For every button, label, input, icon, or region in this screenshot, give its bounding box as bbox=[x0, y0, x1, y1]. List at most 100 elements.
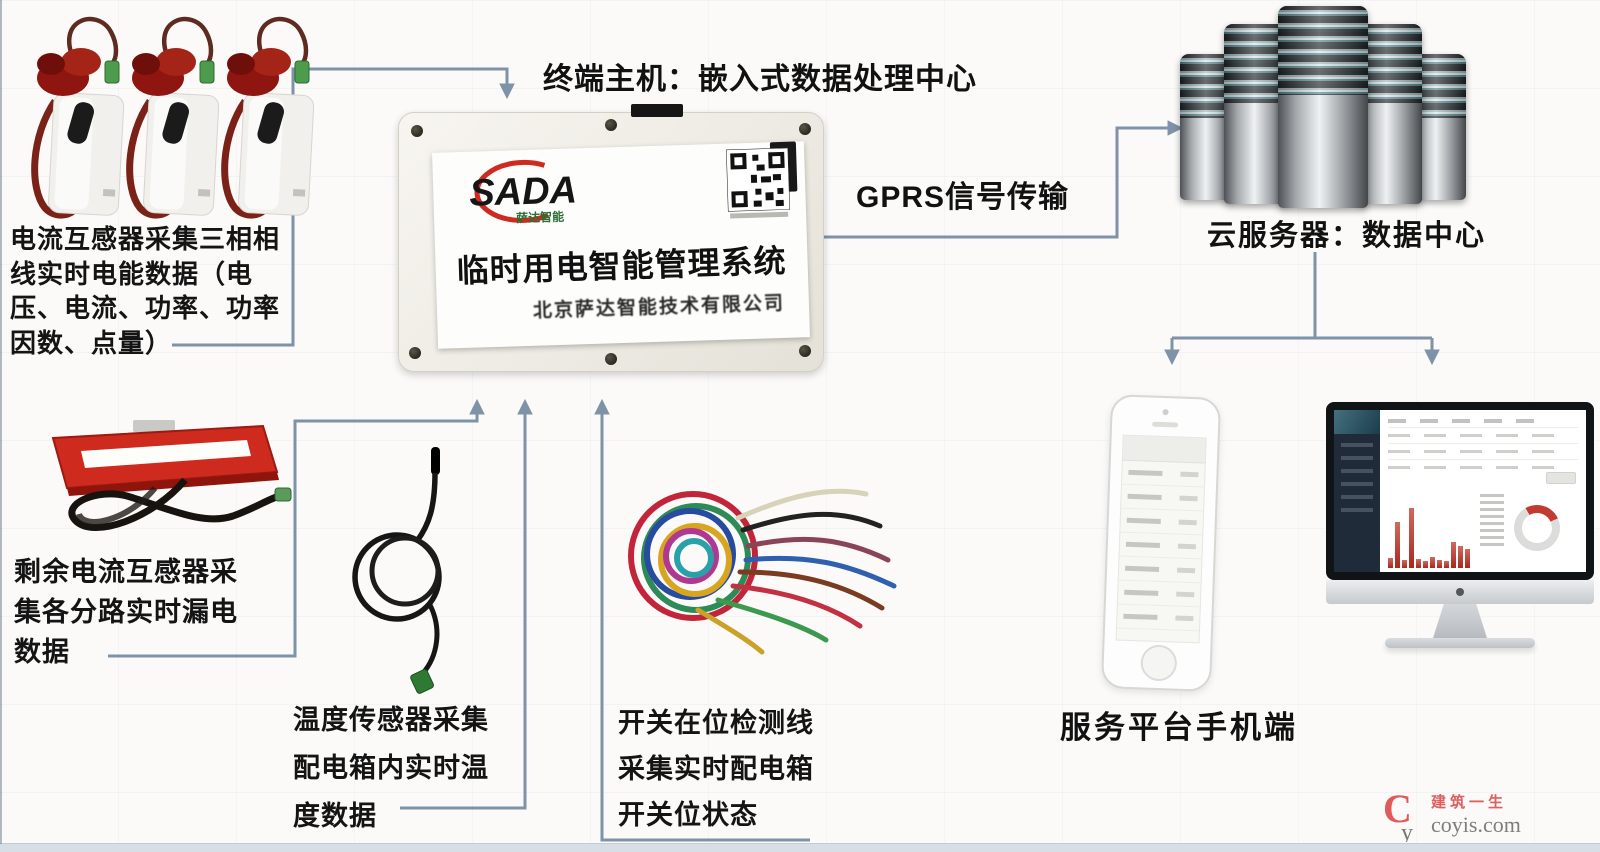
residual-ct-illustration bbox=[51, 420, 292, 532]
monitor-logo-icon bbox=[1456, 588, 1464, 596]
phone-list-row bbox=[1119, 532, 1203, 560]
detection-wires-image bbox=[598, 468, 898, 668]
wire-strands bbox=[695, 488, 897, 655]
dashboard-content bbox=[1380, 410, 1586, 572]
label-line: 压、电流、功率、功率 bbox=[10, 293, 281, 323]
bar-chart bbox=[1388, 488, 1470, 568]
watermark: C y 建筑一生 coyis.com bbox=[1383, 786, 1521, 842]
left-edge-line bbox=[0, 0, 2, 844]
phone-list-row bbox=[1118, 556, 1202, 584]
wire-coil bbox=[628, 491, 758, 621]
label-residual-current: 剩余电流互感器采 集各分路实时漏电 数据 bbox=[14, 552, 238, 672]
sidebar-item-bar bbox=[1341, 495, 1373, 499]
label-switch-detection: 开关在位检测线 采集实时配电箱 开关位状态 bbox=[618, 700, 814, 838]
chart-legend-list bbox=[1480, 494, 1504, 562]
device-nameplate: SADA 萨达智能 临时用电智能管理系统 北京 bbox=[432, 141, 810, 349]
dashboard bbox=[1334, 410, 1586, 572]
watermark-logo-c: C bbox=[1383, 786, 1412, 831]
label-current-transformer: 电流互感器采集三相相 线实时电能数据（电 压、电流、功率、功率 因数、点量） bbox=[10, 222, 280, 360]
device-top-tab bbox=[631, 104, 683, 117]
watermark-logo-icon: C y bbox=[1383, 786, 1413, 842]
residual-ct-image bbox=[35, 418, 300, 558]
phone-list-row bbox=[1122, 460, 1205, 488]
cloud-servers-image bbox=[1178, 2, 1468, 212]
phone-list-row bbox=[1117, 580, 1201, 608]
table-row bbox=[1388, 427, 1578, 443]
label-line: 开关位状态 bbox=[618, 800, 758, 830]
phone-image bbox=[1100, 394, 1222, 692]
phone-list-row bbox=[1121, 484, 1204, 512]
phone-earpiece-icon bbox=[1152, 421, 1179, 428]
sidebar-item-bar bbox=[1341, 456, 1373, 460]
temperature-sensor-image bbox=[325, 445, 475, 695]
ct-units-illustration bbox=[31, 16, 315, 219]
ct-unit bbox=[221, 16, 315, 219]
label-line: 配电箱内实时温 bbox=[293, 753, 489, 783]
dashboard-charts bbox=[1388, 488, 1578, 568]
watermark-logo-y: y bbox=[1401, 820, 1413, 842]
device-company: 北京萨达智能技术有限公司 bbox=[532, 292, 786, 322]
table-header bbox=[1388, 415, 1578, 427]
sidebar-item-bar bbox=[1341, 508, 1373, 512]
watermark-text: 建筑一生 coyis.com bbox=[1431, 791, 1521, 838]
monitor-screen bbox=[1326, 402, 1594, 580]
dashboard-sidebar bbox=[1334, 410, 1380, 572]
server-tower bbox=[1278, 6, 1368, 208]
brand-text: SADA bbox=[469, 169, 578, 214]
label-line: 温度传感器采集 bbox=[293, 705, 489, 735]
temperature-sensor-illustration bbox=[352, 447, 442, 694]
screw-icon bbox=[411, 125, 423, 137]
qr-caption-bar bbox=[730, 211, 789, 219]
label-line: 线实时电能数据（电 bbox=[10, 258, 254, 289]
device-title: 临时用电智能管理系统 bbox=[456, 242, 788, 290]
table-row bbox=[1388, 443, 1578, 459]
screw-icon bbox=[605, 353, 617, 365]
table-row bbox=[1388, 459, 1578, 475]
connector-cloud-split bbox=[1172, 252, 1432, 340]
label-line: 电流互感器采集三相相 bbox=[10, 224, 281, 254]
caption-gprs: GPRS信号传输 bbox=[856, 181, 1070, 214]
phone-list-row bbox=[1116, 604, 1200, 632]
dashboard-button bbox=[1546, 472, 1576, 484]
screw-icon bbox=[799, 345, 811, 357]
monitor-stand bbox=[1433, 604, 1487, 638]
label-line: 度数据 bbox=[293, 801, 377, 831]
bottom-strip bbox=[0, 843, 1600, 852]
phone-list-row bbox=[1120, 508, 1204, 536]
monitor-chin bbox=[1326, 580, 1594, 604]
ct-unit bbox=[31, 16, 125, 219]
label-temperature: 温度传感器采集 配电箱内实时温 度数据 bbox=[293, 696, 489, 840]
sidebar-item-bar bbox=[1341, 482, 1373, 486]
phone-camera-icon bbox=[1162, 408, 1169, 416]
label-line: 采集实时配电箱 bbox=[618, 754, 814, 784]
watermark-site: coyis.com bbox=[1431, 811, 1521, 837]
phone-list-header bbox=[1122, 435, 1206, 464]
phone-home-button bbox=[1140, 644, 1178, 682]
caption-terminal-host: 终端主机：嵌入式数据处理中心 bbox=[543, 63, 977, 96]
detection-wires-illustration bbox=[628, 488, 897, 655]
current-transformers-image bbox=[25, 6, 315, 221]
screw-icon bbox=[605, 119, 617, 131]
ct-unit bbox=[126, 16, 220, 219]
screw-icon bbox=[799, 123, 811, 135]
brand-subtext: 萨达智能 bbox=[516, 209, 564, 226]
label-line: 数据 bbox=[14, 637, 70, 667]
label-line: 剩余电流互感器采 bbox=[14, 557, 238, 587]
caption-service-platform: 服务平台手机端 bbox=[1060, 710, 1298, 745]
qr-code-icon bbox=[726, 147, 790, 212]
label-line: 开关在位检测线 bbox=[618, 708, 814, 738]
sidebar-header bbox=[1334, 410, 1380, 434]
caption-cloud-server: 云服务器：数据中心 bbox=[1207, 220, 1487, 252]
sidebar-item-bar bbox=[1341, 443, 1373, 447]
monitor-base bbox=[1385, 638, 1535, 648]
label-line: 因数、点量） bbox=[10, 327, 173, 358]
donut-chart bbox=[1514, 505, 1560, 551]
phone-screen bbox=[1115, 434, 1207, 644]
screw-icon bbox=[409, 347, 421, 359]
sidebar-item-bar bbox=[1341, 469, 1373, 473]
monitor-image bbox=[1326, 402, 1594, 668]
watermark-brand: 建筑一生 bbox=[1431, 793, 1508, 811]
terminal-host-device-image: SADA 萨达智能 临时用电智能管理系统 北京 bbox=[398, 104, 824, 372]
label-line: 集各分路实时漏电 bbox=[14, 597, 238, 627]
